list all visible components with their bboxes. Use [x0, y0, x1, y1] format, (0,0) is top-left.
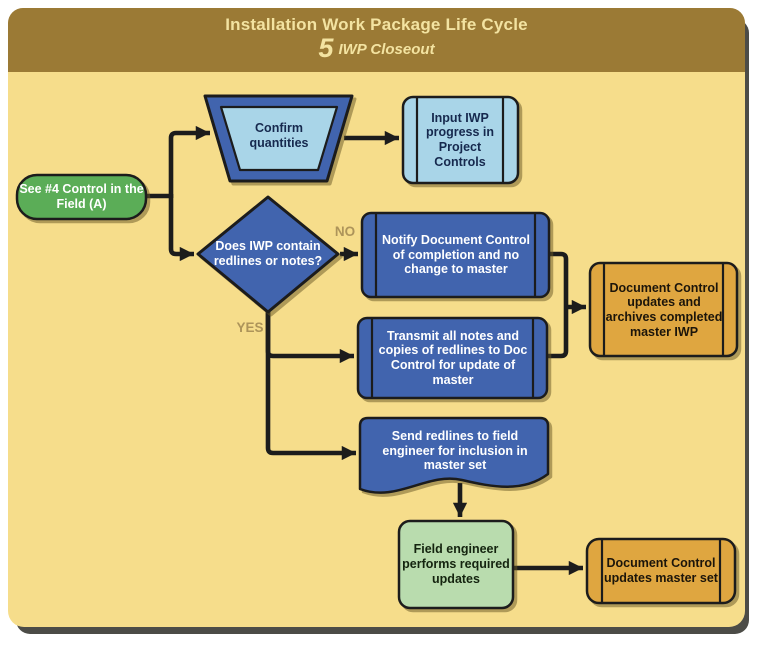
node-field-engineer-shape — [397, 519, 515, 610]
node-send-redlines-document — [358, 416, 550, 494]
arrow-decision-yes-to-transmit — [265, 308, 354, 364]
page-title: Installation Work Package Life Cycle — [225, 15, 528, 34]
node-archive-shape — [588, 261, 739, 358]
node-layer — [15, 94, 739, 610]
connector-transmit-to-merge — [546, 307, 569, 359]
arrow-start-to-decision — [168, 194, 194, 262]
arrow-decision-yes-to-send — [265, 308, 356, 461]
confirm-inner-trapezoid — [219, 105, 339, 172]
node-transmit-shape — [356, 316, 549, 400]
arrow-start-to-confirm — [168, 125, 210, 198]
node-input-progress-shape — [401, 95, 520, 185]
node-start-shape — [15, 173, 148, 221]
connector-layer — [144, 125, 586, 576]
node-notify-shape — [360, 211, 551, 299]
node-update-master-shape — [585, 537, 737, 605]
node-decision-diamond — [196, 195, 340, 314]
connector-notify-to-merge — [547, 251, 569, 307]
node-confirm-shape — [203, 94, 354, 183]
step-number: 5 — [318, 33, 334, 63]
step-name: IWP Closeout — [338, 41, 435, 58]
